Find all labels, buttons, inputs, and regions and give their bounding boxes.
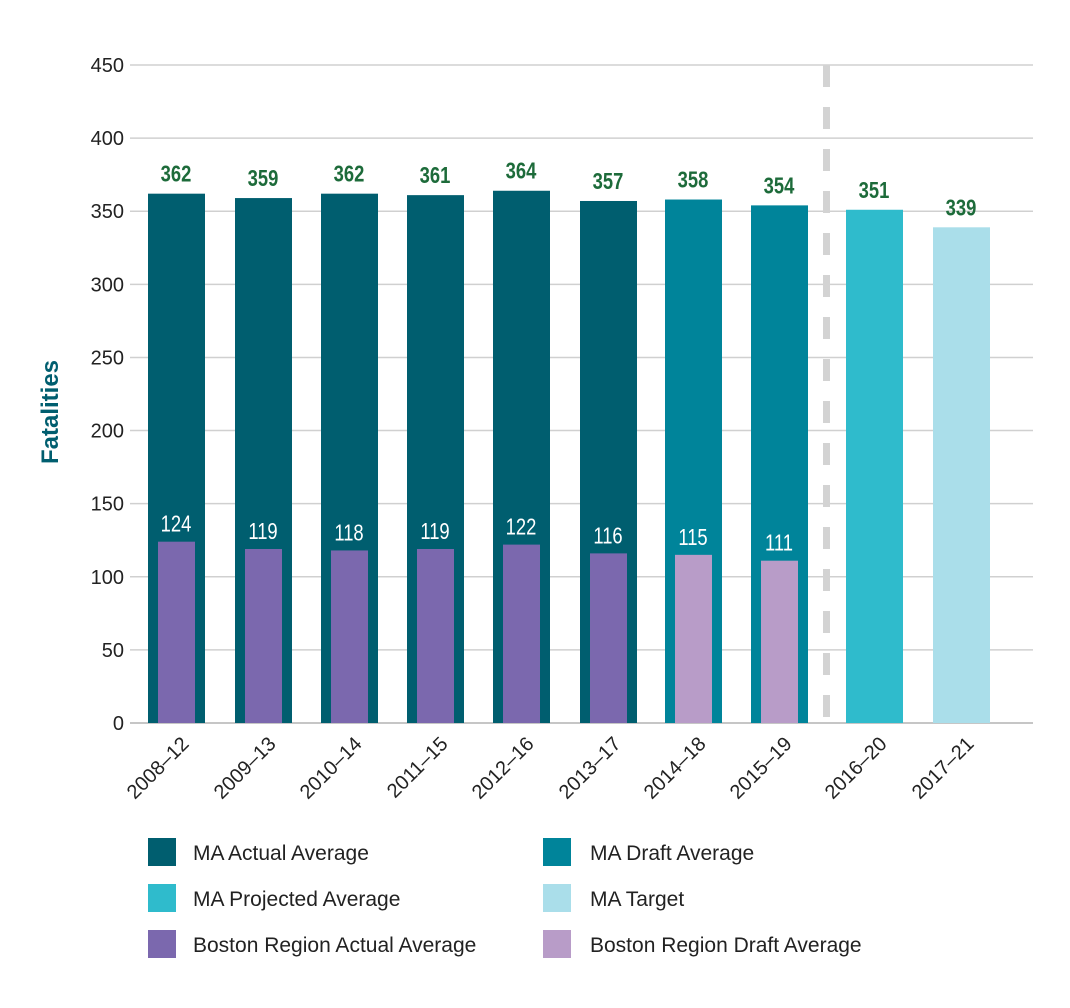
legend-label: MA Target [590, 888, 684, 911]
boston-bar [417, 548, 454, 723]
legend-swatch [148, 930, 176, 958]
boston-value-label: 115 [678, 525, 707, 550]
y-axis-label: Fatalities [37, 360, 64, 464]
y-tick-label: 50 [102, 640, 124, 662]
boston-value-label: 118 [334, 521, 363, 546]
y-tick-label: 450 [91, 55, 124, 77]
y-tick-label: 200 [91, 421, 124, 443]
boston-value-label: 111 [765, 531, 793, 556]
legend-swatch [148, 884, 176, 912]
legend-label: Boston Region Actual Average [193, 934, 476, 957]
boston-bar [590, 553, 627, 723]
x-tick-label: 2010–14 [296, 733, 367, 804]
ma-value-label: 359 [248, 166, 279, 191]
ma-bar [846, 209, 903, 723]
legend-swatch [148, 838, 176, 866]
ma-bar [933, 227, 990, 723]
x-tick-label: 2017–21 [908, 733, 979, 804]
x-tick-label: 2009–13 [210, 733, 281, 804]
ma-value-label: 351 [859, 178, 890, 203]
legend-swatch [543, 884, 571, 912]
x-tick-label: 2015–19 [726, 733, 797, 804]
legend-label: MA Projected Average [193, 888, 400, 911]
legend-label: MA Draft Average [590, 842, 754, 865]
bars: 362 124 359 119 362 118 361 119 364 122 357 116 358 1… [148, 65, 990, 724]
boston-value-label: 122 [506, 515, 537, 540]
ma-value-label: 357 [593, 169, 624, 194]
legend-label: Boston Region Draft Average [590, 934, 862, 957]
x-tick-label: 2014–18 [640, 733, 711, 804]
y-tick-label: 250 [91, 347, 124, 369]
y-tick-label: 400 [91, 128, 124, 150]
legend-label: MA Actual Average [193, 842, 369, 865]
ma-value-label: 358 [678, 168, 709, 193]
boston-value-label: 119 [420, 519, 449, 544]
boston-value-label: 119 [248, 519, 277, 544]
boston-value-label: 124 [161, 512, 192, 537]
y-tick-label: 0 [113, 713, 124, 735]
ma-value-label: 354 [764, 173, 795, 198]
legend: MA Actual Average MA Draft Average MA Proj… [148, 838, 862, 958]
legend-swatch [543, 838, 571, 866]
boston-bar [245, 548, 282, 723]
y-tick-label: 150 [91, 494, 124, 516]
legend-swatch [543, 930, 571, 958]
ma-value-label: 339 [946, 195, 977, 220]
ma-value-label: 364 [506, 159, 537, 184]
ma-value-label: 361 [420, 163, 451, 188]
boston-bar [331, 550, 368, 723]
y-tick-label: 100 [91, 567, 124, 589]
y-tick-label: 300 [91, 274, 124, 296]
boston-bar [158, 541, 195, 723]
y-axis-ticks: 0 50 100 150 200 250 300 350 400 450 [91, 55, 124, 735]
x-tick-label: 2012–16 [468, 733, 539, 804]
ma-value-label: 362 [161, 162, 192, 187]
x-tick-label: 2011–15 [383, 733, 453, 803]
y-tick-label: 350 [91, 201, 124, 223]
boston-value-label: 116 [593, 524, 622, 549]
boston-bar [675, 554, 712, 723]
boston-bar [761, 560, 798, 723]
boston-bar [503, 544, 540, 723]
x-tick-label: 2016–20 [821, 733, 892, 804]
x-tick-label: 2013–17 [555, 733, 626, 804]
x-tick-label: 2008–12 [123, 733, 194, 804]
ma-value-label: 362 [334, 162, 365, 187]
